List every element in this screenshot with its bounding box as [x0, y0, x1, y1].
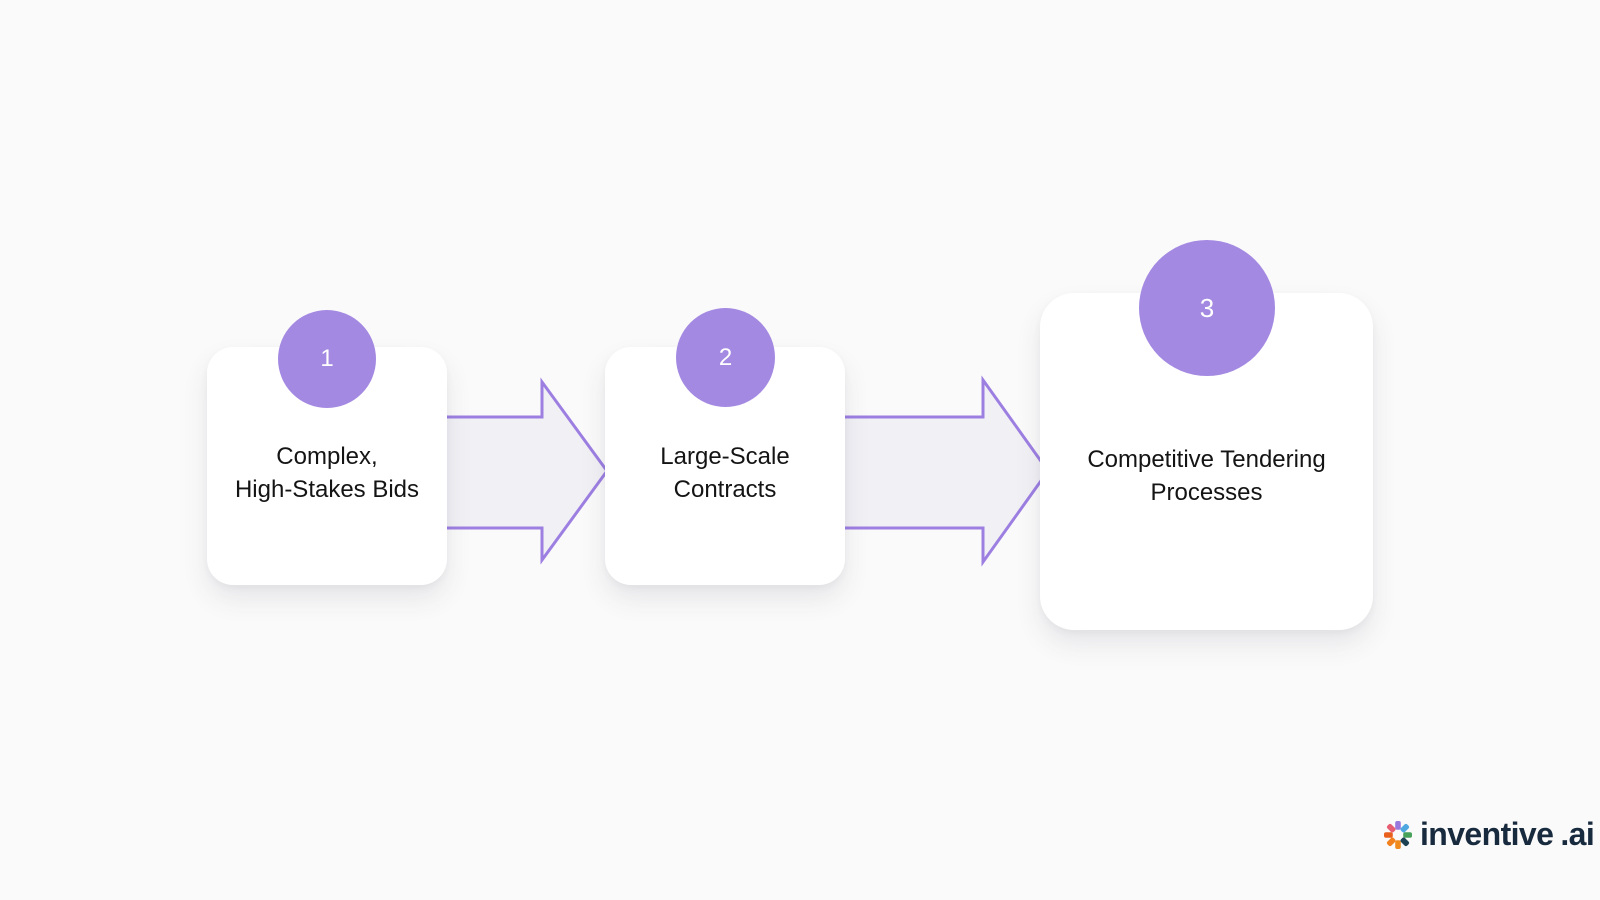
step-title-line: High-Stakes Bids — [234, 476, 420, 503]
step-number: 2 — [718, 343, 733, 371]
logo-petal — [1384, 831, 1393, 838]
arrow-step1-to-step2 — [428, 377, 609, 565]
arrow-step2-to-step3 — [828, 375, 1050, 567]
step-number-badge-1: 1 — [278, 310, 376, 408]
logo-petal — [1400, 837, 1410, 846]
step-title-line: Complex, — [276, 443, 378, 470]
logo-suffix-text: .ai — [1560, 816, 1595, 852]
step-title: Competitive Tendering Processes — [1087, 443, 1325, 509]
logo-petal — [1400, 823, 1410, 832]
logo-brand-text: inventive — [1420, 816, 1554, 852]
starburst-icon — [1384, 820, 1412, 849]
step-title: Complex, High-Stakes Bids — [235, 440, 419, 506]
step-title-line: Competitive Tendering — [1087, 445, 1326, 473]
arrow-shape — [828, 375, 1050, 567]
step-title: Large-Scale Contracts — [660, 440, 789, 506]
step-title-line: Processes — [1150, 478, 1263, 506]
arrow-shape — [428, 377, 609, 565]
logo-petal — [1403, 831, 1412, 838]
logo-petal — [1395, 839, 1401, 849]
step-number-badge-3: 3 — [1139, 240, 1275, 376]
step-title-line: Large-Scale — [660, 443, 790, 470]
brand-logo: inventive.ai — [1382, 816, 1595, 853]
logo-petal — [1386, 823, 1396, 832]
logo-petal — [1386, 837, 1396, 846]
logo-wordmark: inventive.ai — [1420, 816, 1595, 853]
step-title-line: Contracts — [673, 476, 777, 503]
step-number: 3 — [1199, 292, 1215, 323]
logo-petal — [1395, 820, 1401, 830]
step-card-3: Competitive Tendering Processes — [1040, 293, 1373, 630]
step-number-badge-2: 2 — [676, 308, 775, 407]
step-number: 1 — [320, 345, 334, 372]
